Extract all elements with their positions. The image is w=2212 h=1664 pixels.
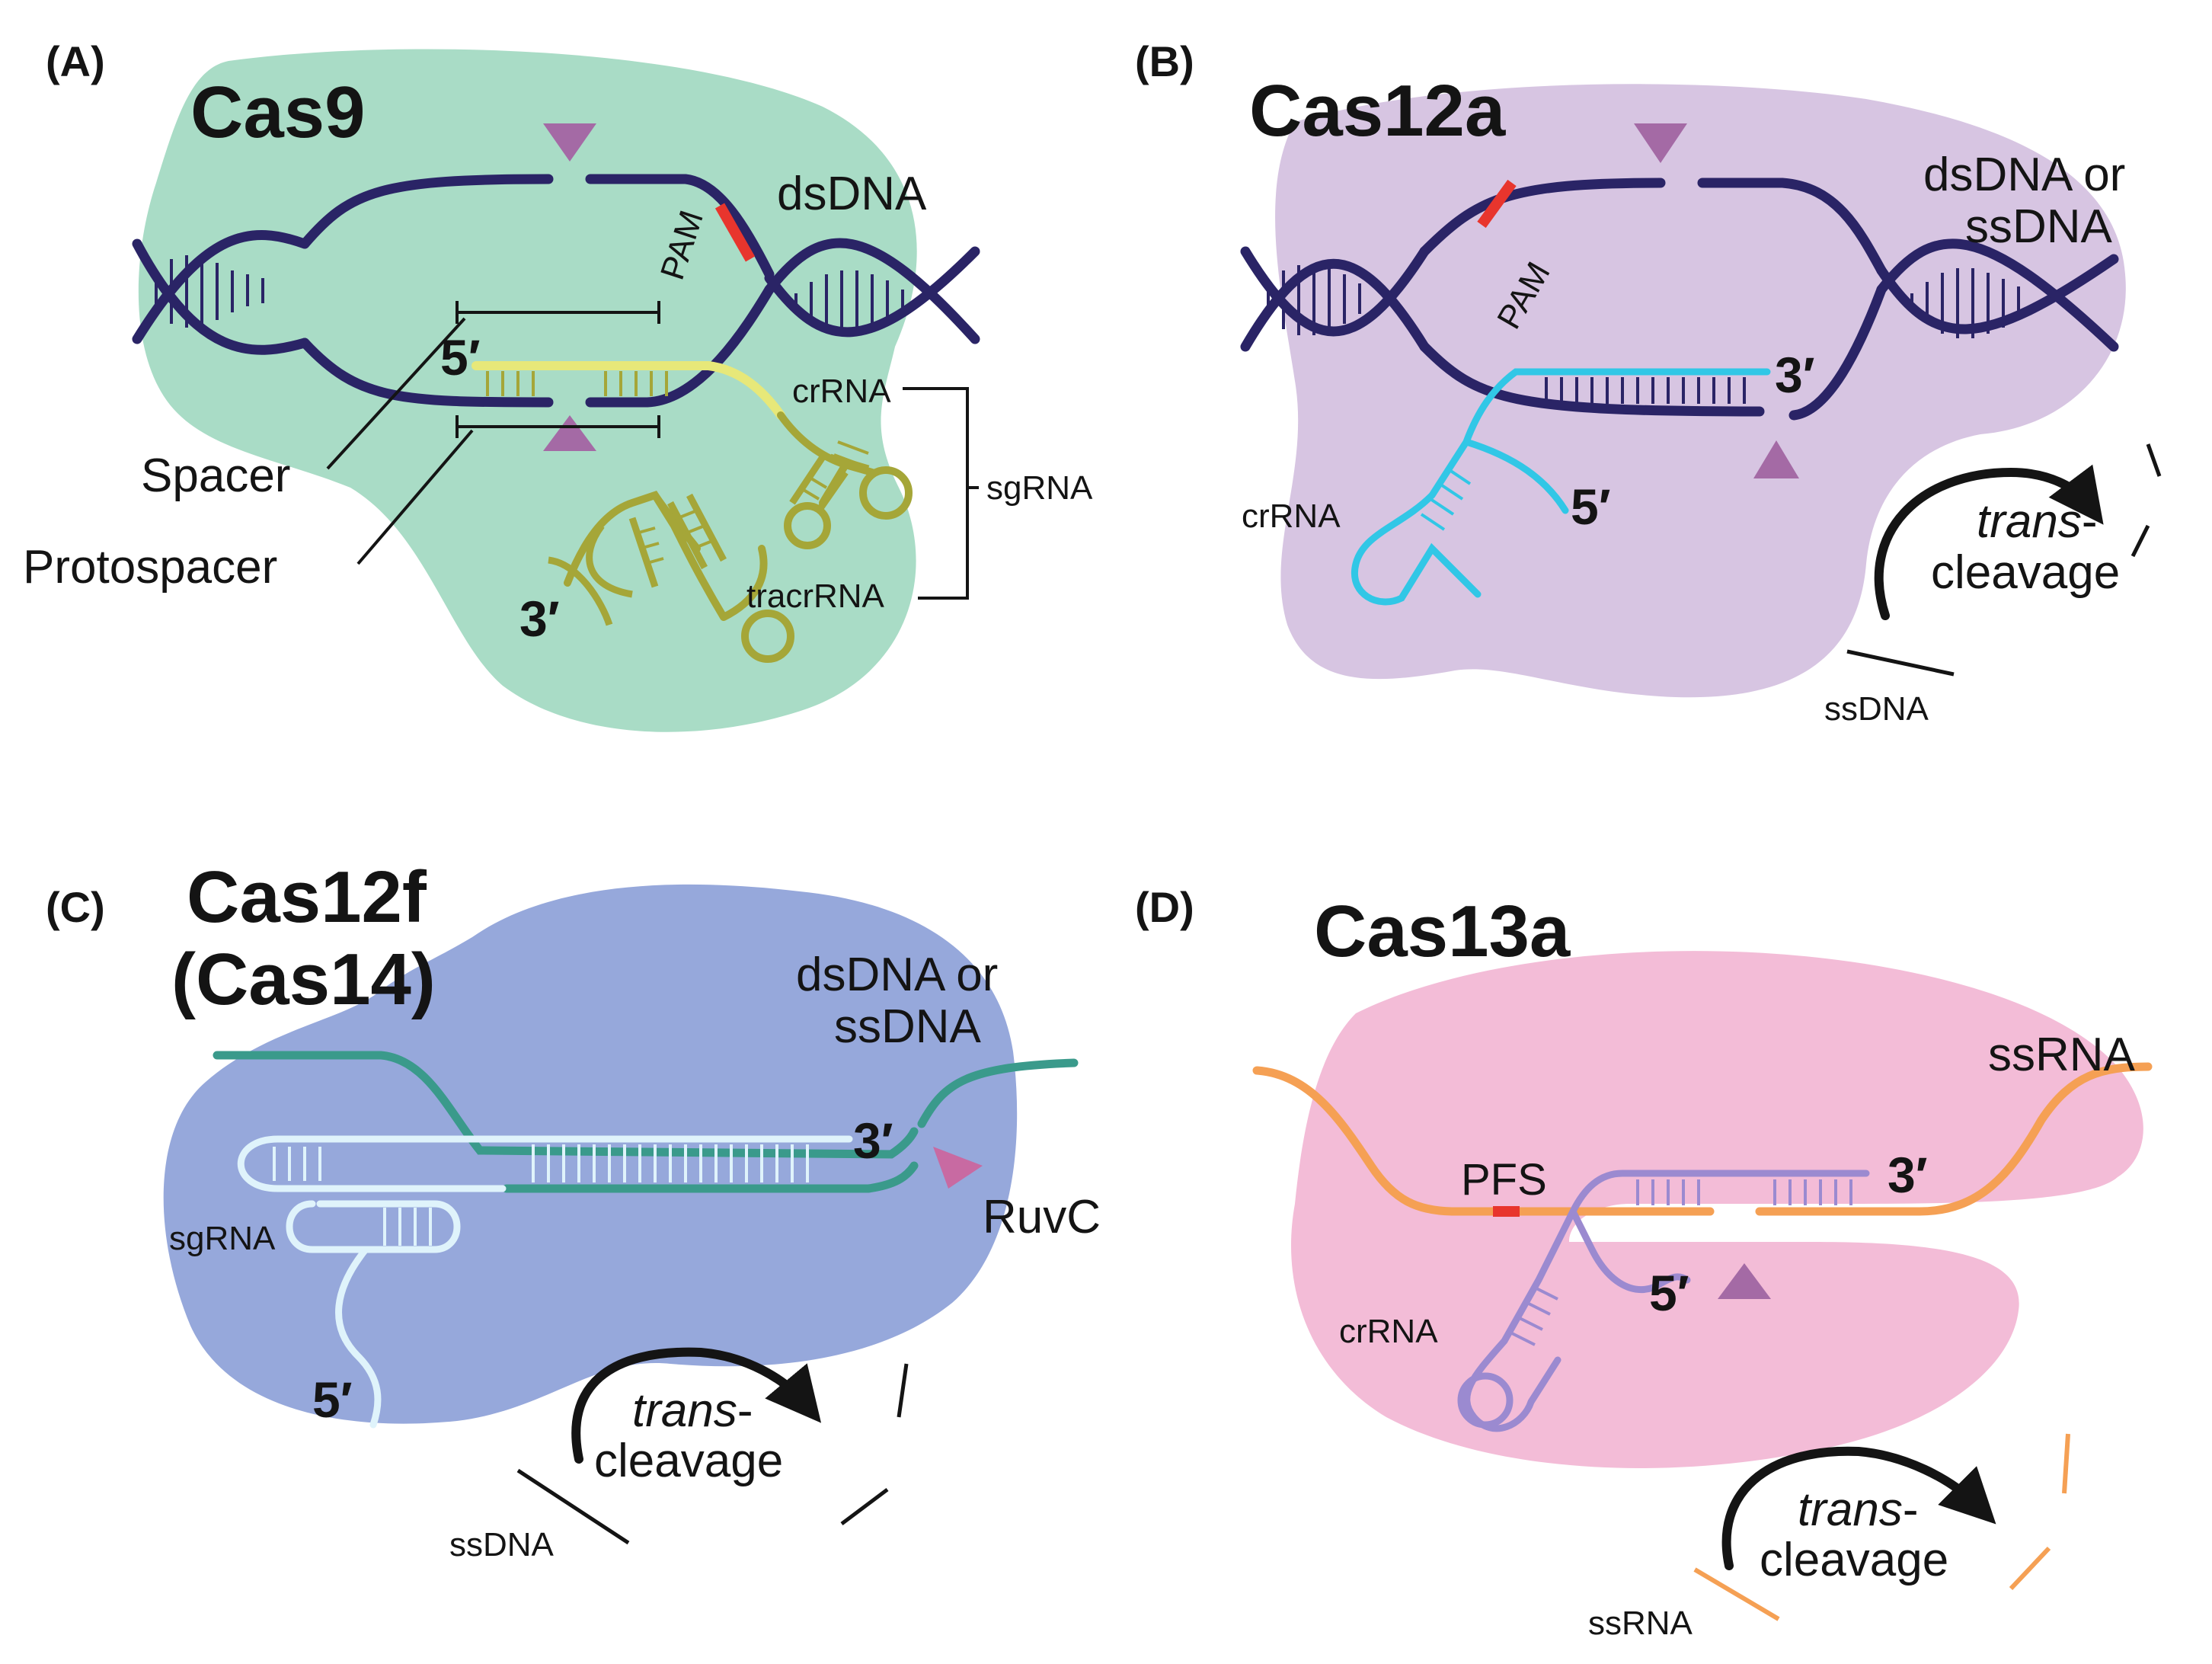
cas12a-crrna bbox=[1351, 368, 1771, 606]
cas13a-three-prime: 3′ bbox=[1888, 1147, 1928, 1203]
cas12a-crrna-stem bbox=[1420, 467, 1472, 531]
cas13a-crrna-label: crRNA bbox=[1339, 1313, 1438, 1350]
cas9-spacer-label: Spacer bbox=[141, 450, 290, 502]
cas9-dsdna-label: dsDNA bbox=[777, 168, 927, 220]
cas12a-cleaved-fragment-1 bbox=[2146, 443, 2162, 477]
cas9-dsdna bbox=[132, 174, 980, 408]
cas12f-ruvc-label: RuvC bbox=[983, 1191, 1101, 1243]
cas12f-sgrna-rungs bbox=[273, 1144, 809, 1246]
cas9-cut-marker-top bbox=[543, 123, 596, 162]
cas12f-title-line1: Cas12f bbox=[187, 856, 427, 938]
panel-c-cas12f: (C) Cas12f (Cas14) dsDNA or ssDNA 3′ Ruv… bbox=[46, 856, 1101, 1563]
cas9-tracr-stems bbox=[548, 453, 870, 626]
cas12a-trans-arrow bbox=[1874, 464, 2104, 620]
panel-d-label: (D) bbox=[1135, 883, 1194, 931]
cas9-hairpin-loop-1 bbox=[859, 466, 913, 520]
cas12f-ssdna-substrate bbox=[516, 1468, 630, 1545]
cas13a-pfs-label: PFS bbox=[1461, 1155, 1547, 1205]
cas12f-cleaved-fragment-2 bbox=[840, 1488, 889, 1525]
cas13a-cleaved-fragment-1 bbox=[2062, 1433, 2070, 1494]
cas13a-cut-marker bbox=[1718, 1263, 1771, 1299]
cas12f-three-prime: 3′ bbox=[853, 1112, 893, 1169]
cas9-spacer-bracket bbox=[326, 301, 979, 600]
cas9-tracr-rungs bbox=[635, 440, 869, 565]
cas12f-cleavage-label: cleavage bbox=[594, 1435, 783, 1487]
cas12f-five-prime: 5′ bbox=[312, 1371, 353, 1428]
panel-b-label: (B) bbox=[1135, 37, 1194, 85]
cas9-cut-marker-bottom bbox=[543, 415, 596, 451]
cas12f-trans-label: trans- bbox=[632, 1384, 753, 1437]
cas13a-ssrna-label: ssRNA bbox=[1988, 1029, 2136, 1081]
cas12f-title-line2: (Cas14) bbox=[171, 939, 436, 1020]
cas12a-five-prime: 5′ bbox=[1571, 478, 1611, 535]
panel-b-cas12a: (B) Cas12a dsDNA or ssDNA PAM 3′ 5′ crRN… bbox=[1135, 37, 2162, 728]
cas12a-dna-rungs bbox=[1267, 265, 2020, 338]
cas12f-trans-arrow bbox=[571, 1347, 822, 1464]
cas9-title: Cas9 bbox=[190, 72, 366, 153]
cas12a-ssdna-substrate bbox=[1846, 649, 1955, 677]
cas9-crrna-spacer bbox=[471, 361, 785, 420]
cas12a-cut-marker-top bbox=[1634, 123, 1687, 163]
cas9-five-prime: 5′ bbox=[440, 329, 481, 386]
cas12a-trans-dash: - bbox=[2082, 495, 2098, 548]
cas12f-sgrna-label: sgRNA bbox=[169, 1220, 276, 1257]
panel-c-label: (C) bbox=[46, 883, 105, 931]
cas12a-protein-body bbox=[1275, 84, 2126, 698]
cas12f-cleaved-fragment-1 bbox=[897, 1363, 909, 1418]
cas13a-ssrna-substrate-label: ssRNA bbox=[1588, 1605, 1693, 1642]
cas13a-trans-label: trans- bbox=[1798, 1483, 1919, 1536]
cas9-rna-rungs bbox=[486, 371, 668, 396]
cas13a-title: Cas13a bbox=[1314, 891, 1571, 972]
cas12f-ssdna-label: ssDNA bbox=[449, 1526, 555, 1563]
cas9-pam bbox=[714, 203, 756, 262]
cas12a-target-label-line1: dsDNA or bbox=[1923, 149, 2125, 201]
cas9-crrna-label: crRNA bbox=[792, 373, 891, 410]
cas12a-cut-marker-bottom bbox=[1753, 440, 1799, 478]
cas13a-target-rna bbox=[1252, 1062, 2153, 1216]
cas13a-trans-word: trans bbox=[1798, 1483, 1903, 1536]
cas12a-ssdna-label: ssDNA bbox=[1824, 690, 1929, 728]
cas12a-dsdna bbox=[1240, 178, 2119, 421]
cas9-dna-rungs bbox=[155, 255, 904, 331]
cas13a-crrna-rungs bbox=[1511, 1179, 1852, 1346]
cas12a-cleaved-fragment-2 bbox=[2130, 524, 2150, 558]
cas13a-crrna-loop bbox=[1457, 1372, 1514, 1429]
cas12a-target-label-line2: ssDNA bbox=[1965, 200, 2113, 253]
cas12f-trans-dash: - bbox=[737, 1384, 753, 1437]
cas12a-cleavage-label: cleavage bbox=[1931, 546, 2120, 599]
cas12f-sgrna bbox=[237, 1135, 853, 1429]
cas12a-title: Cas12a bbox=[1249, 70, 1506, 152]
cas13a-five-prime: 5′ bbox=[1649, 1265, 1689, 1321]
cas13a-trans-arrow bbox=[1721, 1446, 1996, 1570]
cas12a-pam bbox=[1477, 179, 1517, 229]
panel-a-cas9: (A) Cas9 dsDNA PAM 5′ 3′ Spacer Protospa… bbox=[23, 37, 1093, 732]
cas12f-ruvc-marker bbox=[933, 1147, 983, 1189]
cas12a-crrna-label: crRNA bbox=[1242, 498, 1341, 535]
cas13a-cleavage-label: cleavage bbox=[1760, 1534, 1948, 1586]
cas12f-trans-word: trans bbox=[632, 1384, 737, 1437]
cas13a-ssrna-substrate bbox=[1693, 1567, 1780, 1621]
cas13a-trans-dash: - bbox=[1903, 1483, 1919, 1536]
cas12a-trans-label: trans- bbox=[1977, 495, 2098, 548]
cas12f-target-label-line1: dsDNA or bbox=[796, 949, 998, 1001]
cas9-three-prime: 3′ bbox=[519, 590, 560, 647]
cas9-sgrna-label: sgRNA bbox=[986, 469, 1093, 507]
cas9-protospacer-label: Protospacer bbox=[23, 541, 277, 594]
panel-a-label: (A) bbox=[46, 37, 105, 85]
cas9-hairpin-loop-3 bbox=[741, 610, 794, 663]
cas13a-cleaved-fragment-2 bbox=[2009, 1546, 2051, 1591]
cas12a-trans-word: trans bbox=[1977, 495, 2082, 548]
cas12f-target-label-line2: ssDNA bbox=[834, 1000, 982, 1053]
panel-d-cas13a: (D) Cas13a ssRNA PFS 3′ 5′ crRNA trans- … bbox=[1135, 883, 2153, 1642]
cas12a-rna-rungs bbox=[1545, 377, 1746, 404]
cas9-tracrrna-label: tracrRNA bbox=[746, 578, 885, 615]
cas12f-dna bbox=[213, 1051, 1079, 1193]
cas12a-three-prime: 3′ bbox=[1775, 347, 1815, 403]
cas9-hairpin-loop-2 bbox=[784, 502, 831, 549]
